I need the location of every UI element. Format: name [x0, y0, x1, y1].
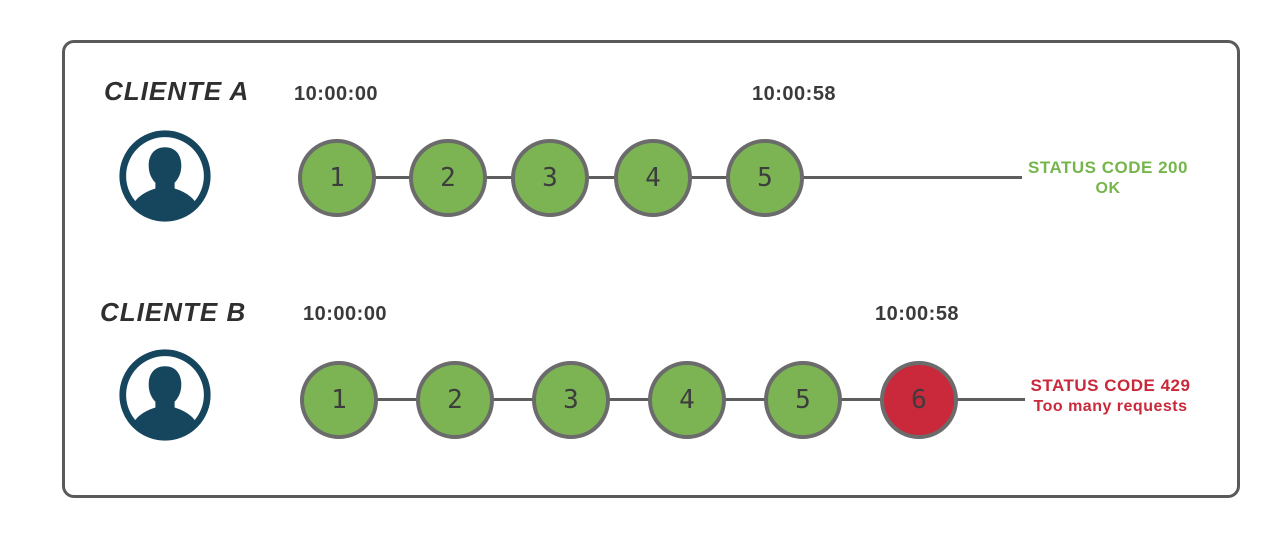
request-circle: 1	[298, 139, 376, 217]
request-circle: 3	[532, 361, 610, 439]
diagram-frame	[62, 40, 1240, 498]
client-b-status: STATUS CODE 429 Too many requests	[1023, 375, 1198, 417]
status-message-text: Too many requests	[1033, 398, 1188, 415]
user-avatar-icon	[119, 349, 211, 441]
request-circle: 5	[726, 139, 804, 217]
request-circle: 3	[511, 139, 589, 217]
request-circle: 2	[416, 361, 494, 439]
user-avatar-icon	[119, 130, 211, 222]
client-a-end-time: 10:00:58	[752, 83, 837, 105]
request-circle: 4	[648, 361, 726, 439]
status-code-text: STATUS CODE 429	[1030, 376, 1191, 395]
status-message-text: OK	[1095, 180, 1121, 197]
status-code-text: STATUS CODE 200	[1028, 158, 1188, 177]
request-circle: 5	[764, 361, 842, 439]
client-a-status: STATUS CODE 200 OK	[1023, 157, 1193, 199]
client-b-start-time: 10:00:00	[303, 303, 388, 325]
client-b-end-time: 10:00:58	[875, 303, 960, 325]
client-a-label: CLIENTE A	[104, 76, 250, 106]
request-circle: 1	[300, 361, 378, 439]
request-circle: 4	[614, 139, 692, 217]
client-b-label: CLIENTE B	[100, 297, 247, 327]
client-a-start-time: 10:00:00	[294, 83, 379, 105]
request-circle-error: 6	[880, 361, 958, 439]
request-circle: 2	[409, 139, 487, 217]
